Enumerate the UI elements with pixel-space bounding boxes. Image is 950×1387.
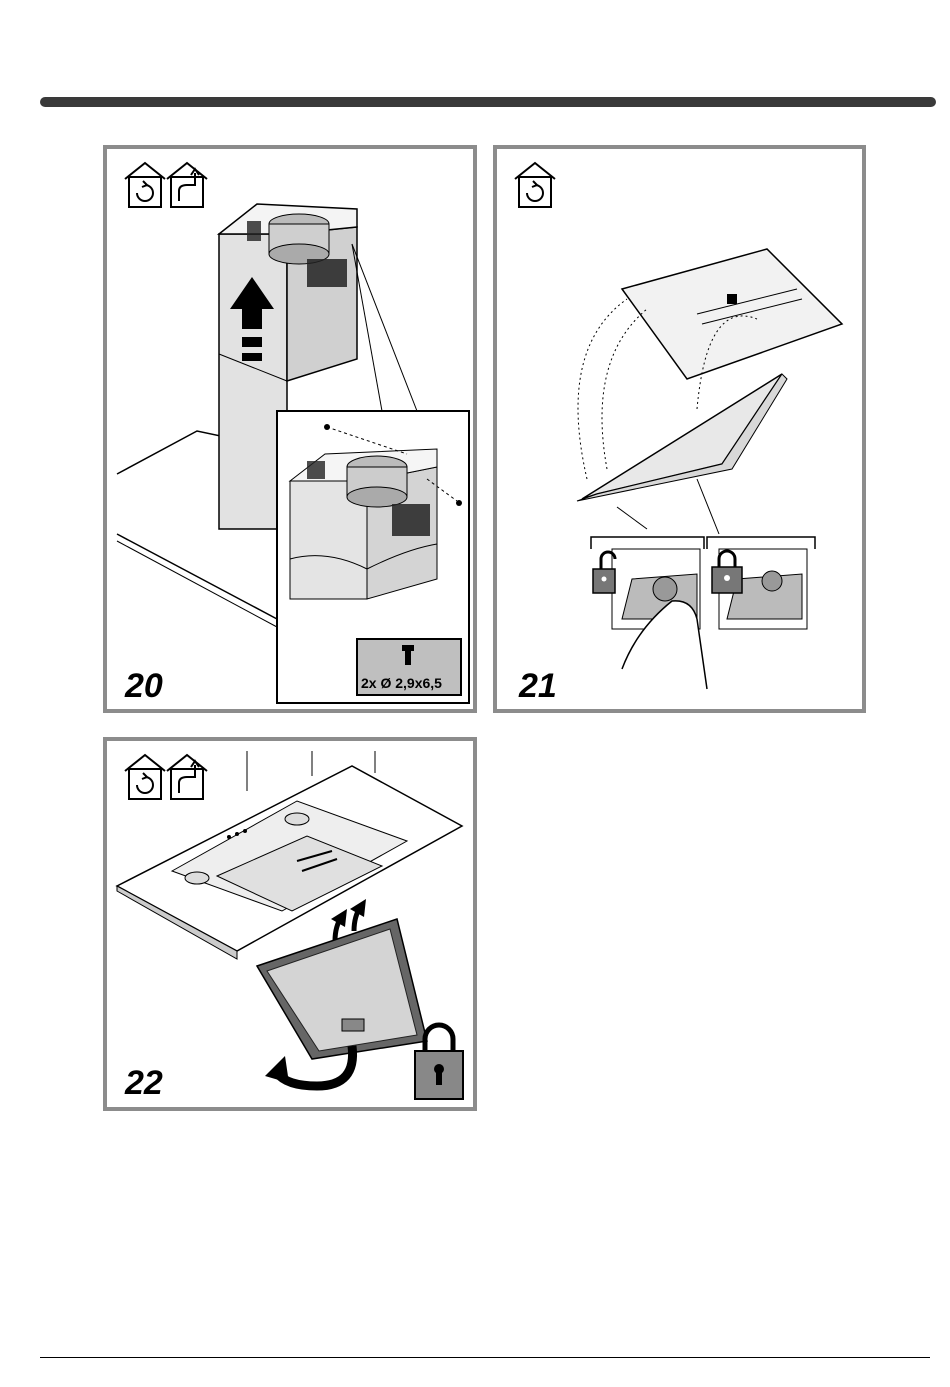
figure-22-panel: 22	[103, 737, 477, 1111]
figure-21-illustration	[497, 149, 862, 709]
figure-20-illustration	[107, 149, 473, 709]
recirculation-icon	[515, 163, 555, 207]
recirculation-icon	[125, 755, 165, 799]
figure-22-illustration	[107, 741, 473, 1107]
figure-number: 22	[125, 1066, 163, 1100]
ducted-icon	[167, 755, 207, 799]
recirculation-icon	[125, 163, 165, 207]
figure-20-panel: 2x Ø 2,9x6,5 20	[103, 145, 477, 713]
top-rule	[40, 97, 936, 107]
bottom-rule	[40, 1357, 930, 1358]
figure-number: 21	[519, 669, 557, 703]
figure-number: 20	[125, 669, 163, 703]
figure-21-panel: 21	[493, 145, 866, 713]
ducted-icon	[167, 163, 207, 207]
screw-spec-label: 2x Ø 2,9x6,5	[361, 675, 442, 691]
